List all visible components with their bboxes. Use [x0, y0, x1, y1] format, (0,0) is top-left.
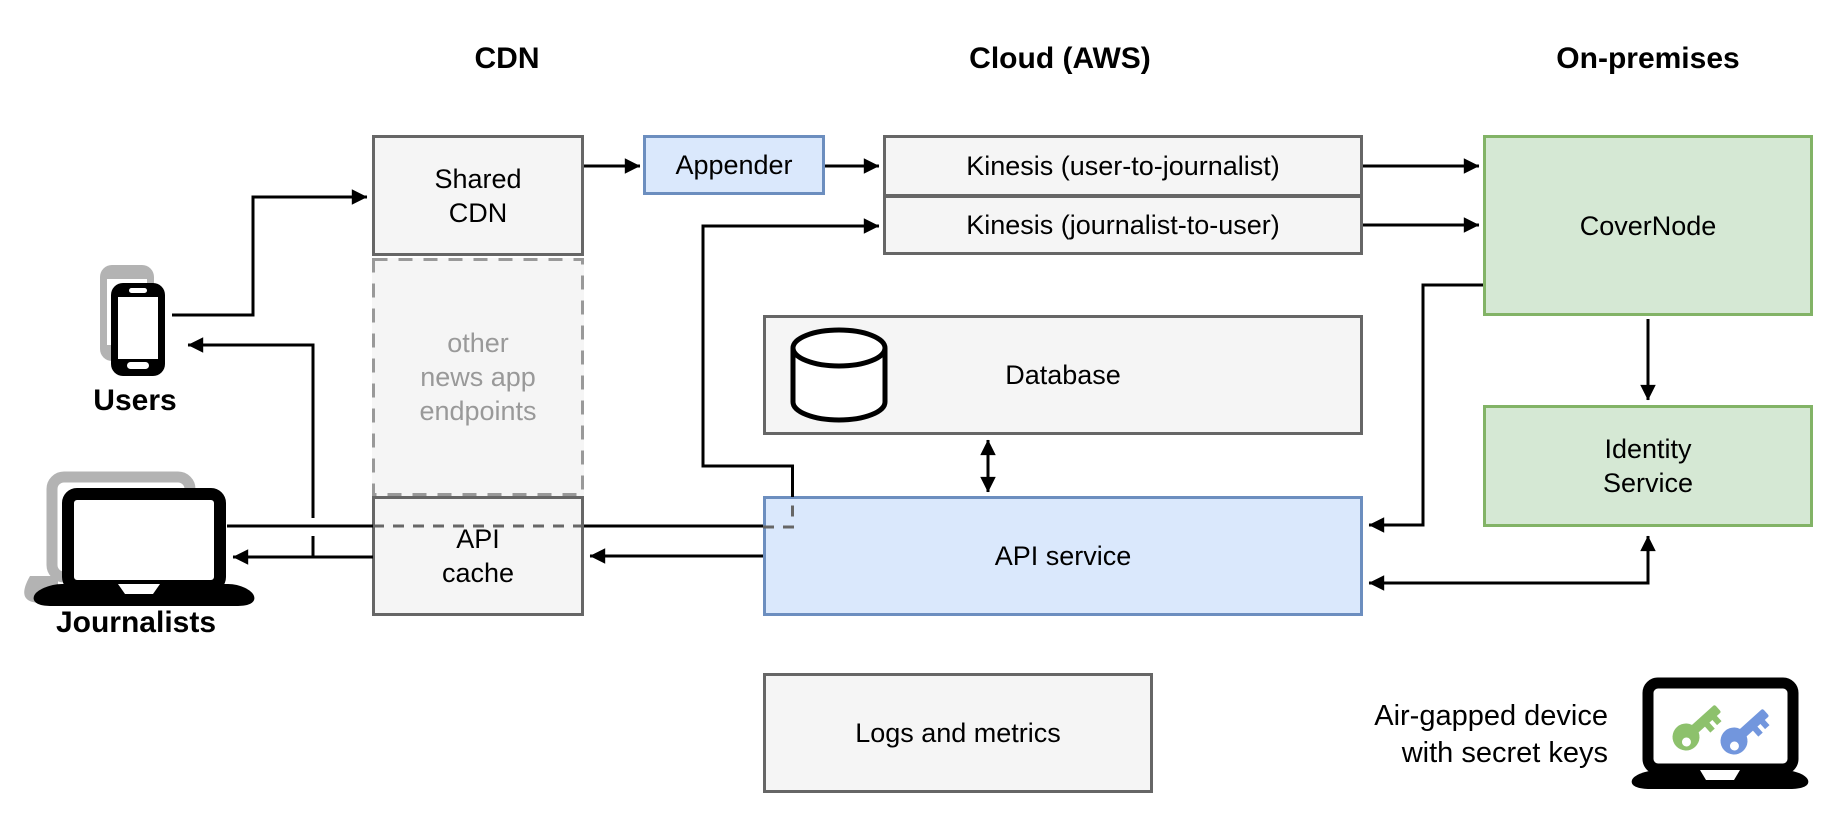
- header-cdn: CDN: [474, 42, 540, 75]
- arrow-branch-to-users: [187, 337, 315, 518]
- node-shared-cdn-label: Shared CDN: [434, 163, 522, 228]
- arrow-api-service-identity-service-bidirectional: [1368, 535, 1656, 591]
- air-gapped-annotation: Air-gapped device with secret keys: [1374, 700, 1608, 769]
- node-identity-service: Identity Service: [1483, 405, 1813, 527]
- node-api-cache-label: API cache: [441, 524, 515, 588]
- node-kinesis-journalist-to-user: Kinesis (journalist-to-user): [883, 195, 1363, 255]
- air-gapped-laptop-icon: [1631, 677, 1809, 789]
- node-kinesis-user-to-journalist: Kinesis (user-to-journalist): [883, 135, 1363, 197]
- node-shared-cdn: Shared CDN: [372, 135, 584, 256]
- users-label: Users: [93, 384, 177, 417]
- blue-key-icon: [1720, 709, 1770, 755]
- journalists-laptop-icon: [24, 471, 255, 606]
- node-other-news-app-endpoints: other news app endpoints: [372, 258, 584, 496]
- node-covernode: CoverNode: [1483, 135, 1813, 316]
- node-covernode-label: CoverNode: [1579, 210, 1717, 241]
- header-on-premises: On-premises: [1556, 42, 1740, 75]
- arrow-covernode-to-api-service: [1368, 283, 1483, 533]
- node-api-cache: API cache: [372, 496, 584, 616]
- header-cloud-aws: Cloud (AWS): [969, 42, 1151, 75]
- node-identity-service-label: Identity Service: [1602, 434, 1694, 498]
- node-other-news-app-endpoints-label: other news app endpoints: [419, 328, 537, 426]
- node-kinesis-user-to-journalist-label: Kinesis (user-to-journalist): [966, 151, 1280, 181]
- node-kinesis-journalist-to-user-label: Kinesis (journalist-to-user): [966, 210, 1280, 240]
- node-database: Database: [763, 315, 1363, 435]
- journalists-label: Journalists: [55, 606, 217, 639]
- arrow-users-to-shared-cdn: [172, 189, 368, 317]
- node-database-label: Database: [1005, 360, 1121, 390]
- node-api-service-label: API service: [994, 541, 1132, 571]
- node-logs-and-metrics: Logs and metrics: [763, 673, 1153, 793]
- node-api-service: API service: [763, 496, 1363, 616]
- node-appender: Appender: [643, 135, 825, 195]
- green-key-icon: [1672, 705, 1722, 751]
- node-logs-and-metrics-label: Logs and metrics: [855, 718, 1061, 748]
- users-phone-icon: [100, 265, 165, 376]
- node-appender-label: Appender: [675, 150, 793, 180]
